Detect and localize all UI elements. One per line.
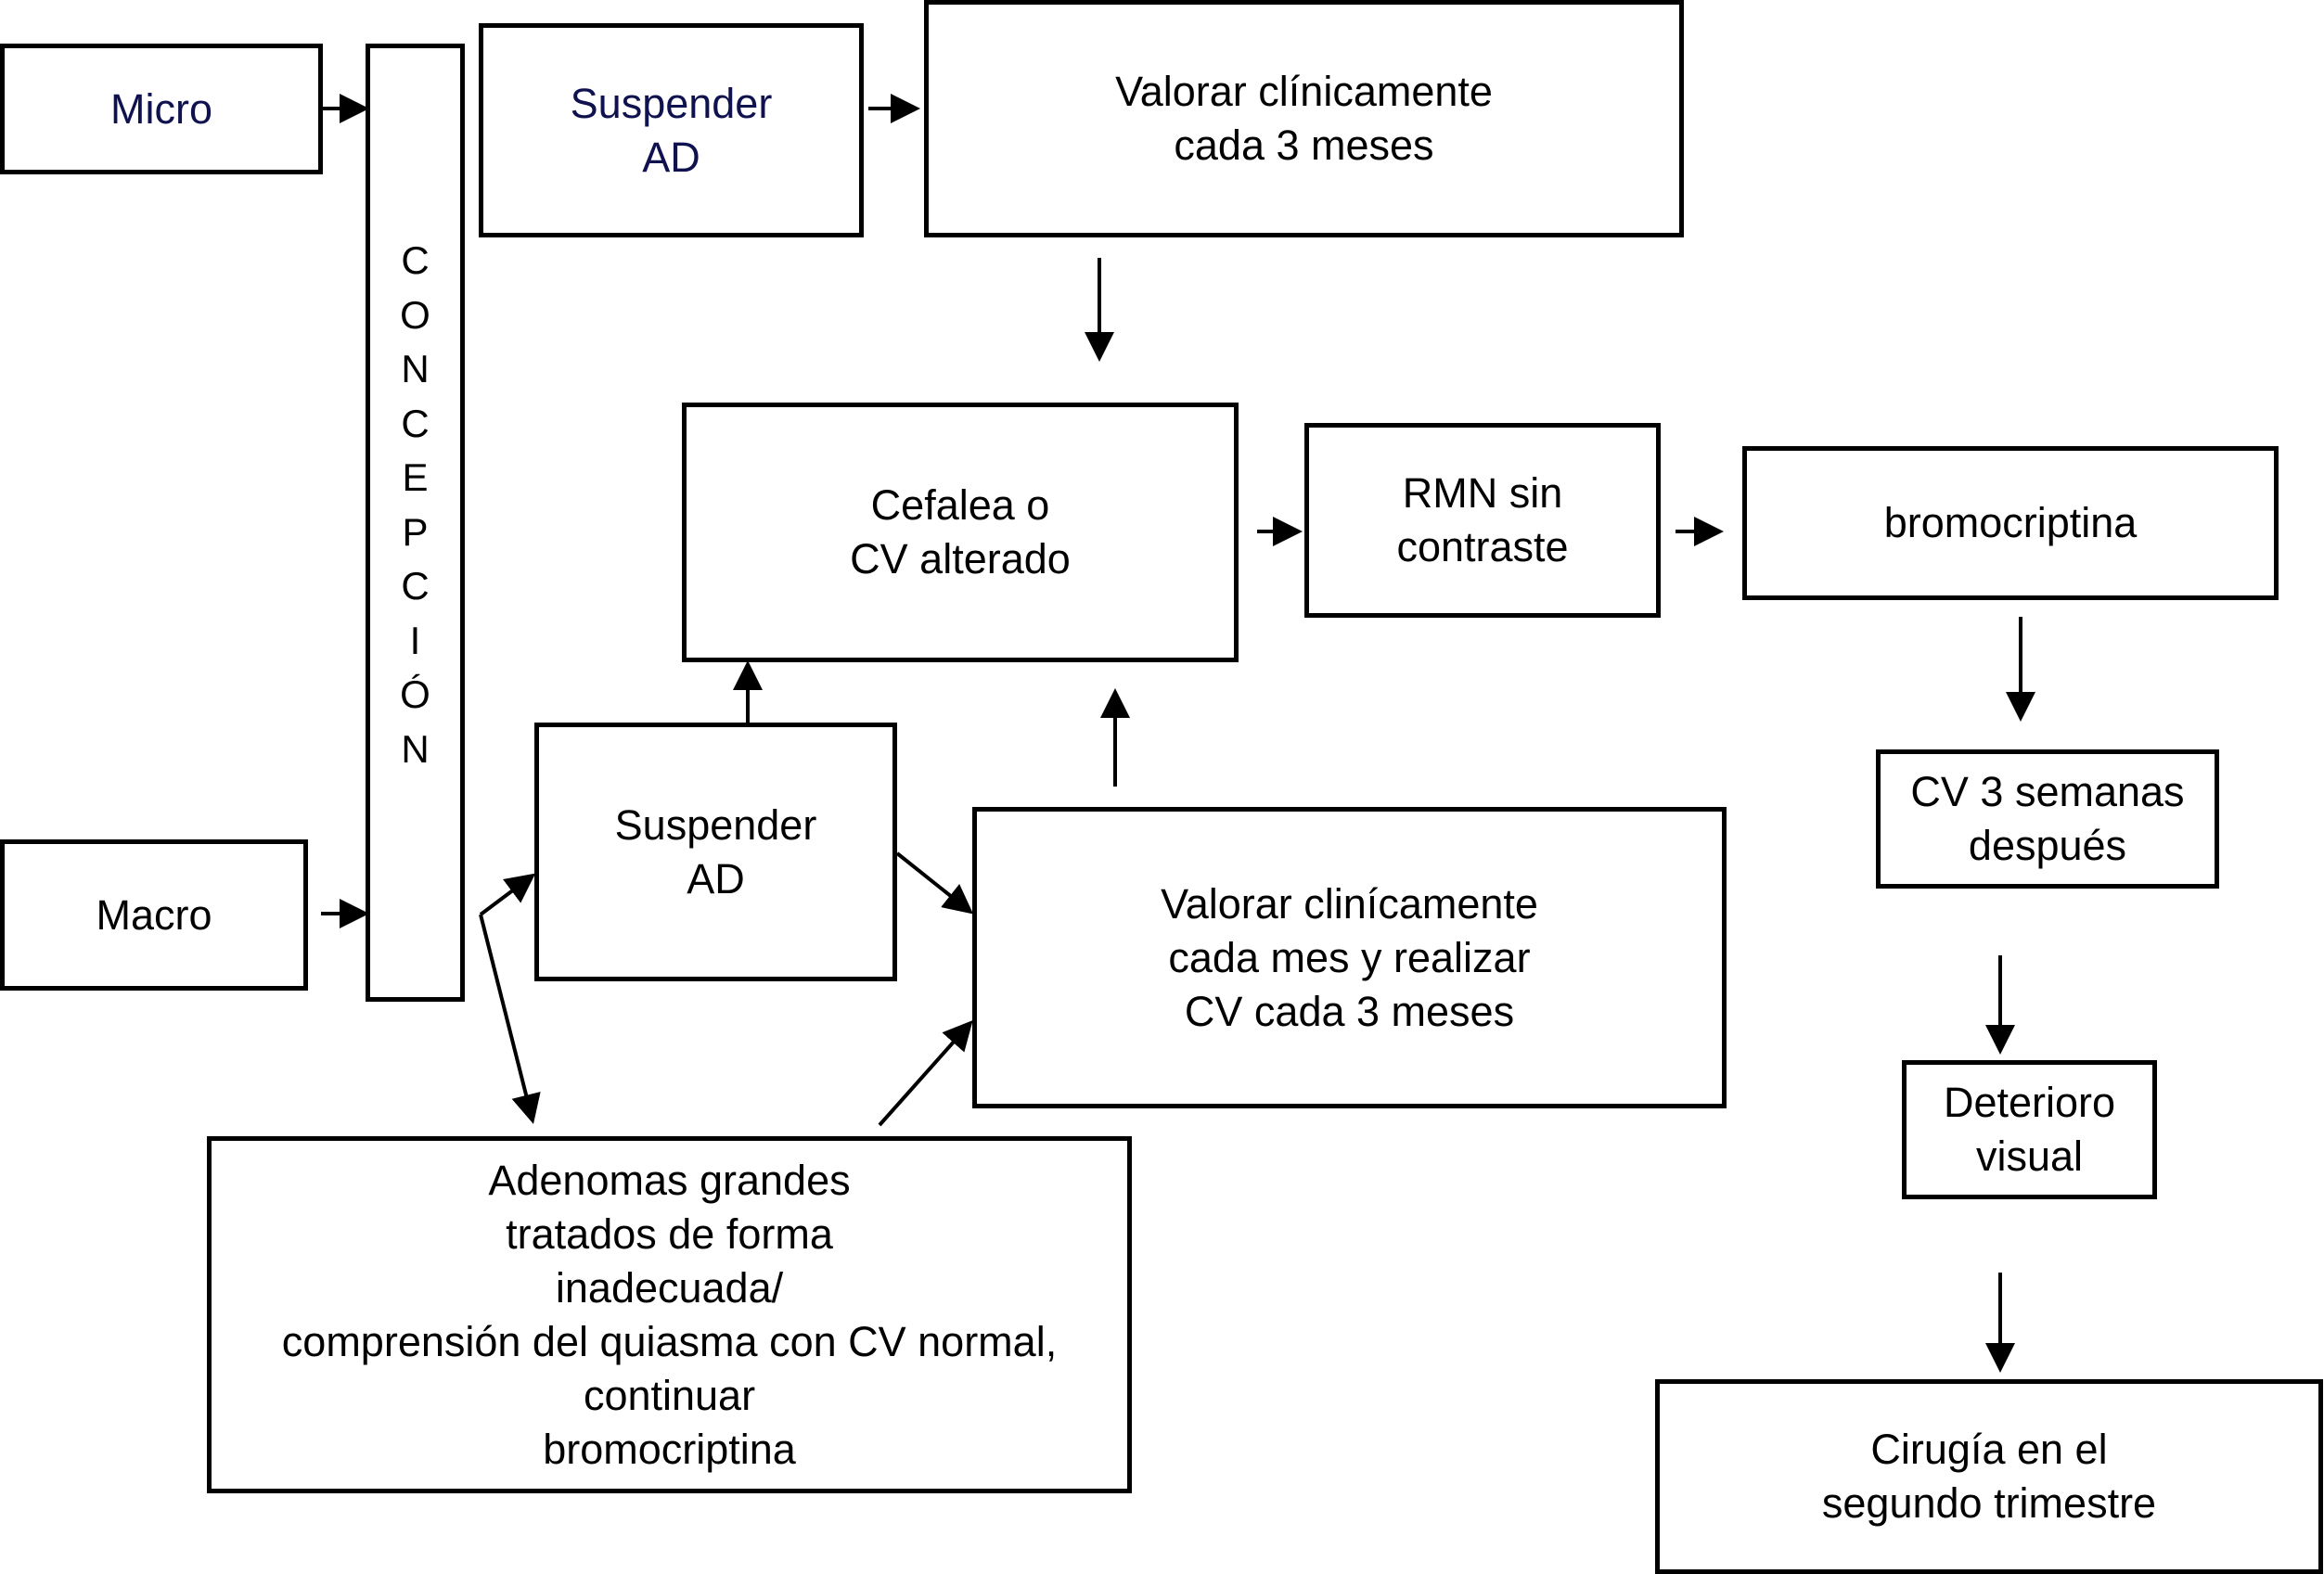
deterioro-label: Deterioro visual: [1943, 1079, 2116, 1180]
rmn-node: RMN sin contraste: [1304, 423, 1661, 618]
concepcion-letter: C: [401, 401, 430, 445]
concepcion-letter: O: [400, 292, 430, 337]
adenomas-node: Adenomas grandes tratados de forma inade…: [207, 1136, 1132, 1493]
concepcion-letter: C: [401, 238, 430, 282]
valorar-mes-node: Valorar clinícamente cada mes y realizar…: [972, 807, 1727, 1108]
concepcion-letter: P: [402, 509, 429, 554]
concepcion-letter: Ó: [400, 672, 430, 716]
cefalea-node: Cefalea o CV alterado: [682, 403, 1239, 662]
valorar-3-meses-node: Valorar clínicamente cada 3 meses: [924, 0, 1684, 237]
bromocriptina-label: bromocriptina: [1883, 499, 2138, 546]
macro-label: Macro: [96, 890, 212, 939]
suspender-ad-top-label: Suspender AD: [570, 79, 773, 181]
micro-label: Micro: [110, 84, 212, 133]
concepcion-letter: C: [401, 564, 430, 608]
cirugia-label: Cirugía en el segundo trimestre: [1821, 1426, 2157, 1527]
suspender-ad-top-node: Suspender AD: [479, 23, 864, 237]
cefalea-label: Cefalea o CV alterado: [850, 481, 1071, 582]
cirugia-node: Cirugía en el segundo trimestre: [1655, 1379, 2323, 1574]
arrow-split-to-suspender: [479, 873, 536, 916]
cv-3-semanas-node: CV 3 semanas después: [1876, 749, 2219, 889]
arrow-adenomas-to-valorar-mes: [878, 1020, 973, 1127]
valorar-3-meses-label: Valorar clínicamente cada 3 meses: [1115, 68, 1493, 169]
arrow-split-to-adenomas: [479, 914, 541, 1124]
concepcion-letter: E: [402, 455, 429, 499]
suspender-ad-mid-label: Suspender AD: [614, 800, 817, 902]
valorar-mes-label: Valorar clinícamente cada mes y realizar…: [1161, 879, 1538, 1035]
bromocriptina-node: bromocriptina: [1742, 446, 2279, 600]
macro-node: Macro: [0, 839, 308, 991]
suspender-ad-mid-node: Suspender AD: [534, 723, 897, 981]
adenomas-label: Adenomas grandes tratados de forma inade…: [281, 1156, 1058, 1473]
arrow-suspender-to-valorar-mes: [895, 851, 974, 915]
concepcion-letter: N: [401, 726, 430, 771]
rmn-label: RMN sin contraste: [1396, 469, 1569, 570]
deterioro-node: Deterioro visual: [1902, 1060, 2157, 1199]
concepcion-letter: N: [401, 347, 430, 390]
cv-3-semanas-label: CV 3 semanas después: [1910, 768, 2185, 869]
concepcion-letter: I: [409, 618, 421, 662]
micro-node: Micro: [0, 44, 323, 174]
